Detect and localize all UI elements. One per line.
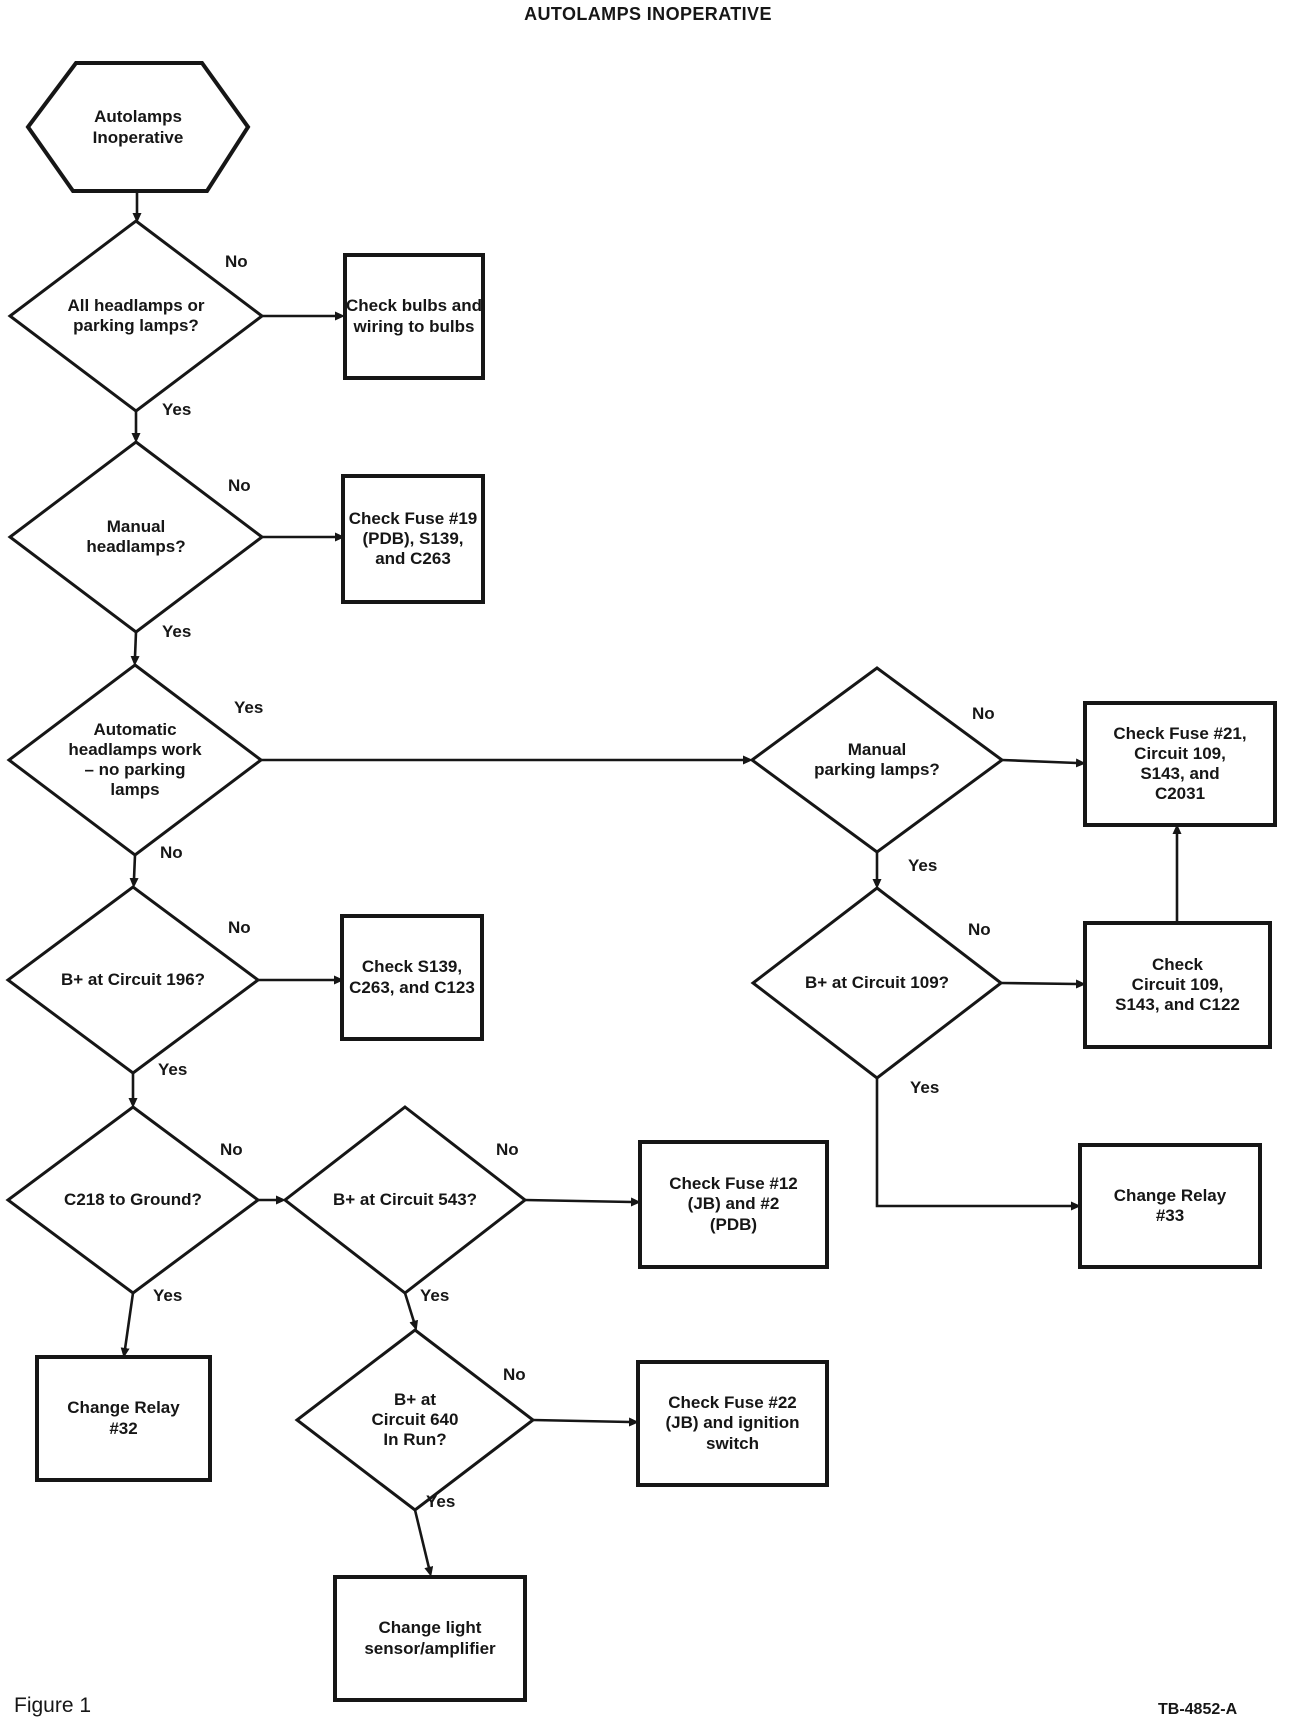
action-check-fuse-19-shape	[341, 474, 485, 604]
edge-label-manual-headlamps-yes: Yes	[162, 622, 192, 641]
action-check-fuse-12-label: Check Fuse #12 (JB) and #2 (PDB)	[669, 1174, 798, 1234]
edge-circuit-640-no	[532, 1417, 639, 1427]
q-all-lamps-label: All headlamps or parking lamps?	[67, 295, 205, 335]
edge-label-circuit-196-yes: Yes	[158, 1060, 188, 1079]
action-change-light-sensor-label: Change light sensor/amplifier	[364, 1618, 496, 1658]
edge-label-all-lamps-no: No	[225, 252, 248, 271]
edge-manual-headlamps-yes	[130, 631, 140, 666]
action-change-relay-33-label: Change Relay #33	[1113, 1185, 1227, 1225]
q-manual-parking-lamps-label: Manual parking lamps?	[814, 739, 940, 779]
q-b-plus-circuit-543-shape	[282, 1105, 528, 1295]
action-change-relay-32-label: Change Relay #32	[67, 1398, 180, 1438]
edge-label-c218-no: No	[220, 1140, 243, 1159]
edge-label-circuit-543-yes: Yes	[420, 1286, 450, 1305]
action-check-s139-label: Check S139, C263, and C123	[349, 957, 475, 997]
start-label: Autolamps Inoperative	[92, 107, 184, 147]
q-manual-parking-lamps-shape	[749, 666, 1005, 854]
action-change-light-sensor-shape	[333, 1575, 527, 1702]
edge-label-manual-parking-no: No	[972, 704, 995, 723]
action-check-circuit-109-label: Check Circuit 109, S143, and C122	[1115, 954, 1240, 1015]
action-check-fuse-21-shape	[1083, 701, 1277, 827]
edge-label-circuit-109-no: No	[968, 920, 991, 939]
edge-label-circuit-640-yes: Yes	[426, 1492, 456, 1511]
edge-manual-parking-no	[1001, 758, 1086, 768]
edge-label-circuit-640-no: No	[503, 1365, 526, 1384]
action-check-bulbs-label: Check bulbs and wiring to bulbs	[345, 296, 483, 336]
edge-label-c218-yes: Yes	[153, 1286, 183, 1305]
q-manual-headlamps-label: Manual headlamps?	[86, 516, 186, 556]
edge-label-auto-headlamps-no: No	[160, 843, 183, 862]
edge-circuit-543-yes	[403, 1292, 419, 1331]
edge-label-circuit-543-no: No	[496, 1140, 519, 1159]
q-manual-headlamps-shape	[7, 440, 265, 634]
q-b-plus-circuit-196-label: B+ at Circuit 196?	[60, 969, 206, 989]
edge-circuit-543-no	[524, 1197, 641, 1207]
action-check-fuse-22-label: Check Fuse #22 (JB) and ignition switch	[665, 1393, 800, 1453]
edge-auto-headlamps-no	[129, 854, 139, 888]
action-check-fuse-22-shape	[636, 1360, 829, 1487]
q-c218-to-ground-label: C218 to Ground?	[64, 1189, 202, 1209]
action-check-bulbs-shape	[343, 253, 485, 380]
action-check-circuit-109-shape	[1083, 921, 1272, 1049]
q-b-plus-circuit-109-label: B+ at Circuit 109?	[804, 972, 950, 992]
q-all-lamps-shape	[7, 219, 265, 413]
q-c218-to-ground-shape	[5, 1105, 261, 1295]
page-title: AUTOLAMPS INOPERATIVE	[524, 4, 772, 24]
q-b-plus-circuit-109-shape	[750, 886, 1004, 1080]
action-change-relay-32-shape	[35, 1355, 212, 1482]
q-auto-headlamps-work-shape	[6, 663, 264, 857]
edge-label-manual-parking-yes: Yes	[908, 856, 938, 875]
action-check-fuse-19-label: Check Fuse #19 (PDB), S139, and C263	[348, 508, 478, 569]
edge-c218-yes	[120, 1292, 135, 1358]
q-b-plus-circuit-640-label: B+ at Circuit 640 In Run?	[371, 1389, 459, 1450]
edge-label-circuit-109-yes: Yes	[910, 1078, 940, 1097]
edge-label-all-lamps-yes: Yes	[162, 400, 192, 419]
edge-circuit-640-yes	[413, 1509, 434, 1577]
q-b-plus-circuit-196-shape	[5, 885, 261, 1075]
edge-circuit-109-yes	[875, 1078, 1081, 1211]
doc-number: TB-4852-A	[1158, 1701, 1238, 1718]
edge-label-circuit-196-no: No	[228, 918, 251, 937]
action-check-fuse-21-label: Check Fuse #21, Circuit 109, S143, and C…	[1113, 723, 1247, 804]
figure-caption: Figure 1	[14, 1694, 92, 1717]
action-check-s139-shape	[340, 914, 484, 1041]
start-hexagon-shape	[25, 61, 251, 193]
edge-label-manual-headlamps-no: No	[228, 476, 251, 495]
action-check-fuse-12-shape	[638, 1140, 829, 1269]
action-change-relay-33-shape	[1078, 1143, 1262, 1269]
q-b-plus-circuit-640-shape	[294, 1328, 536, 1512]
edge-circuit-109-no	[1000, 979, 1086, 989]
q-auto-headlamps-work-label: Automatic headlamps work – no parking la…	[68, 719, 202, 800]
edge-label-auto-headlamps-yes: Yes	[234, 698, 264, 717]
q-b-plus-circuit-543-label: B+ at Circuit 543?	[332, 1189, 478, 1209]
